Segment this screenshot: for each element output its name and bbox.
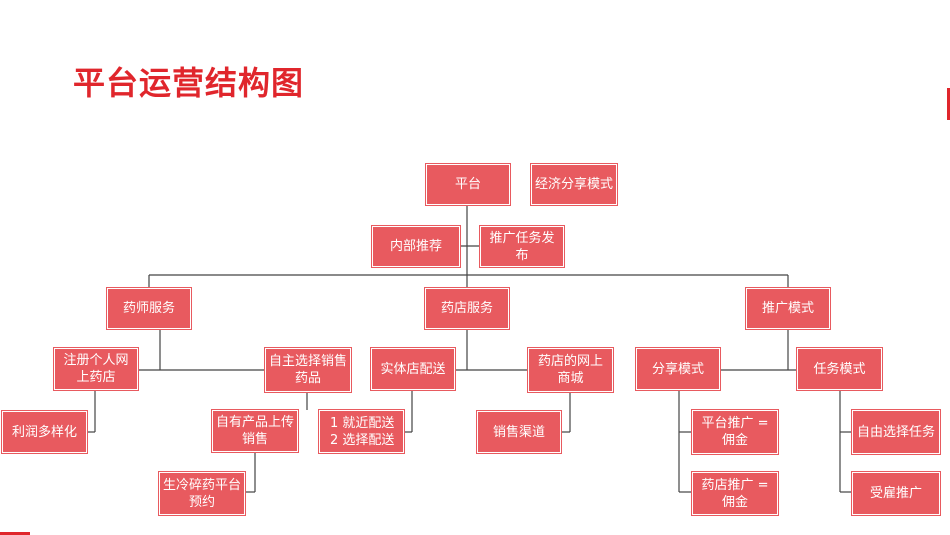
node-promo-task: 推广任务发布 [480, 226, 564, 267]
node-pharmacy-promo: 药店推广 = 佣金 [692, 472, 778, 515]
node-self-select: 自主选择销售药品 [265, 348, 351, 392]
node-delivery-options: 1 就近配送 2 选择配送 [319, 410, 404, 453]
node-platform: 平台 [426, 164, 510, 205]
node-economic-model: 经济分享模式 [531, 164, 617, 205]
node-share-mode: 分享模式 [636, 348, 720, 390]
node-own-products: 自有产品上传销售 [212, 410, 298, 452]
node-physical-delivery: 实体店配送 [371, 348, 455, 390]
node-online-mall: 药店的网上商城 [528, 348, 613, 392]
node-task-mode: 任务模式 [797, 348, 882, 390]
node-herb-crush: 生冷碎药平台预约 [159, 472, 245, 515]
delivery-option-1: 1 就近配送 [330, 415, 395, 431]
node-profit-diverse: 利润多样化 [2, 411, 87, 453]
right-edge-accent [947, 88, 950, 120]
node-platform-promo: 平台推广 = 佣金 [692, 410, 778, 454]
node-free-task: 自由选择任务 [852, 410, 940, 454]
delivery-option-2: 2 选择配送 [330, 432, 395, 448]
node-internal-recommend: 内部推荐 [372, 226, 460, 267]
node-hired-promo: 受雇推广 [852, 472, 940, 515]
node-register-pharmacy: 注册个人网上药店 [54, 348, 138, 390]
node-promo-mode: 推广模式 [746, 288, 830, 329]
bottom-left-accent [0, 532, 30, 535]
node-sales-channel: 销售渠道 [477, 411, 561, 453]
node-pharmacy-service: 药店服务 [425, 288, 509, 329]
page-title: 平台运营结构图 [73, 64, 305, 102]
node-pharmacist-service: 药师服务 [107, 288, 191, 329]
